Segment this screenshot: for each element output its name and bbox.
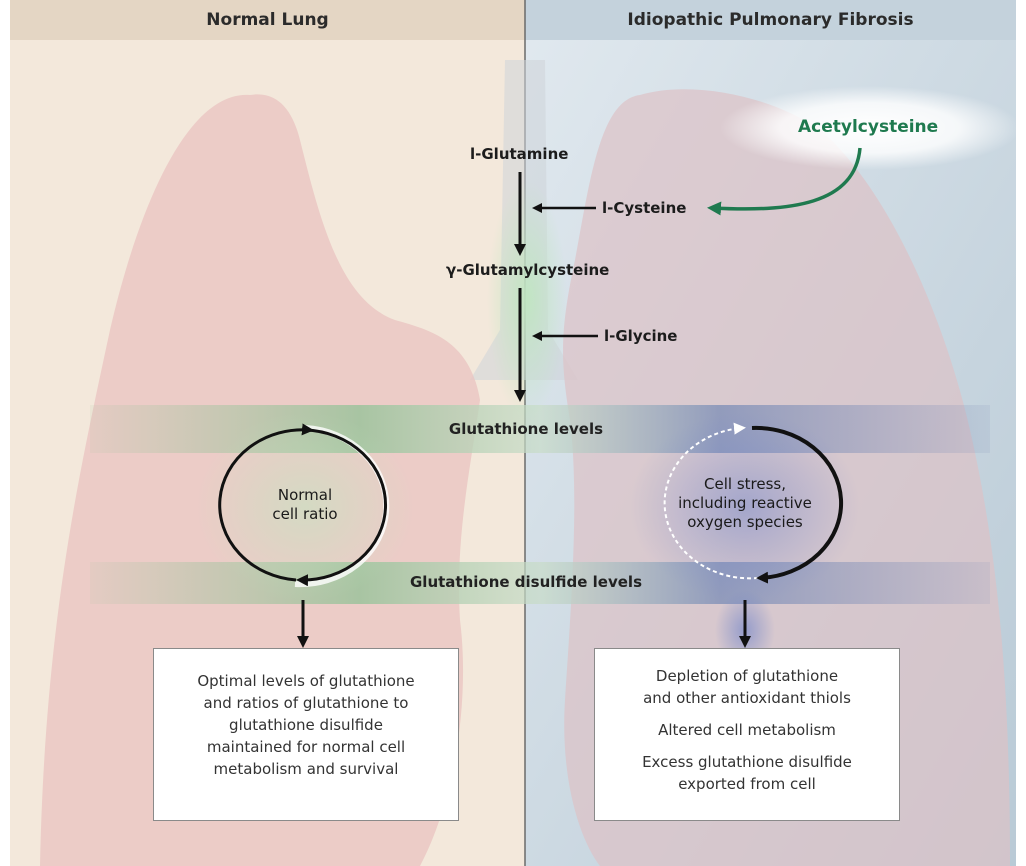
outcome-line: and other antioxidant thiols bbox=[595, 687, 899, 709]
outcome-line: Altered cell metabolism bbox=[595, 719, 899, 741]
outcome-line: Depletion of glutathione bbox=[595, 665, 899, 687]
outcome-line: metabolism and survival bbox=[154, 758, 458, 780]
stress-cycle-label: Cell stress, including reactive oxygen s… bbox=[660, 475, 830, 532]
outcome-line: Optimal levels of glutathione bbox=[154, 670, 458, 692]
glutamylcysteine-label: γ-Glutamylcysteine bbox=[446, 261, 609, 279]
glutamine-label: l-Glutamine bbox=[470, 145, 568, 163]
acetylcysteine-label: Acetylcysteine bbox=[798, 117, 938, 137]
outcome-line: glutathione disulfide bbox=[154, 714, 458, 736]
normal-outcome-box: Optimal levels of glutathione and ratios… bbox=[153, 648, 459, 821]
normal-cycle-label: Normal cell ratio bbox=[245, 486, 365, 524]
normal-lung-header: Normal Lung bbox=[10, 0, 525, 40]
normal-cycle-line: cell ratio bbox=[245, 505, 365, 524]
outcome-line: and ratios of glutathione to bbox=[154, 692, 458, 714]
stress-cycle-line: including reactive bbox=[660, 494, 830, 513]
glutathione-levels-label: Glutathione levels bbox=[420, 420, 632, 438]
outcome-line: Excess glutathione disulfide bbox=[595, 751, 899, 773]
cysteine-label: l-Cysteine bbox=[602, 199, 686, 217]
glycine-label: l-Glycine bbox=[604, 327, 677, 345]
outcome-line: exported from cell bbox=[595, 773, 899, 795]
outcome-line: maintained for normal cell bbox=[154, 736, 458, 758]
fibrosis-header: Idiopathic Pulmonary Fibrosis bbox=[525, 0, 1016, 40]
stress-cycle-line: oxygen species bbox=[660, 513, 830, 532]
fibrosis-outcome-box: Depletion of glutathione and other antio… bbox=[594, 648, 900, 821]
pathway-glow bbox=[487, 180, 567, 420]
stress-cycle-line: Cell stress, bbox=[660, 475, 830, 494]
disulfide-levels-label: Glutathione disulfide levels bbox=[390, 573, 662, 591]
normal-cycle-line: Normal bbox=[245, 486, 365, 505]
